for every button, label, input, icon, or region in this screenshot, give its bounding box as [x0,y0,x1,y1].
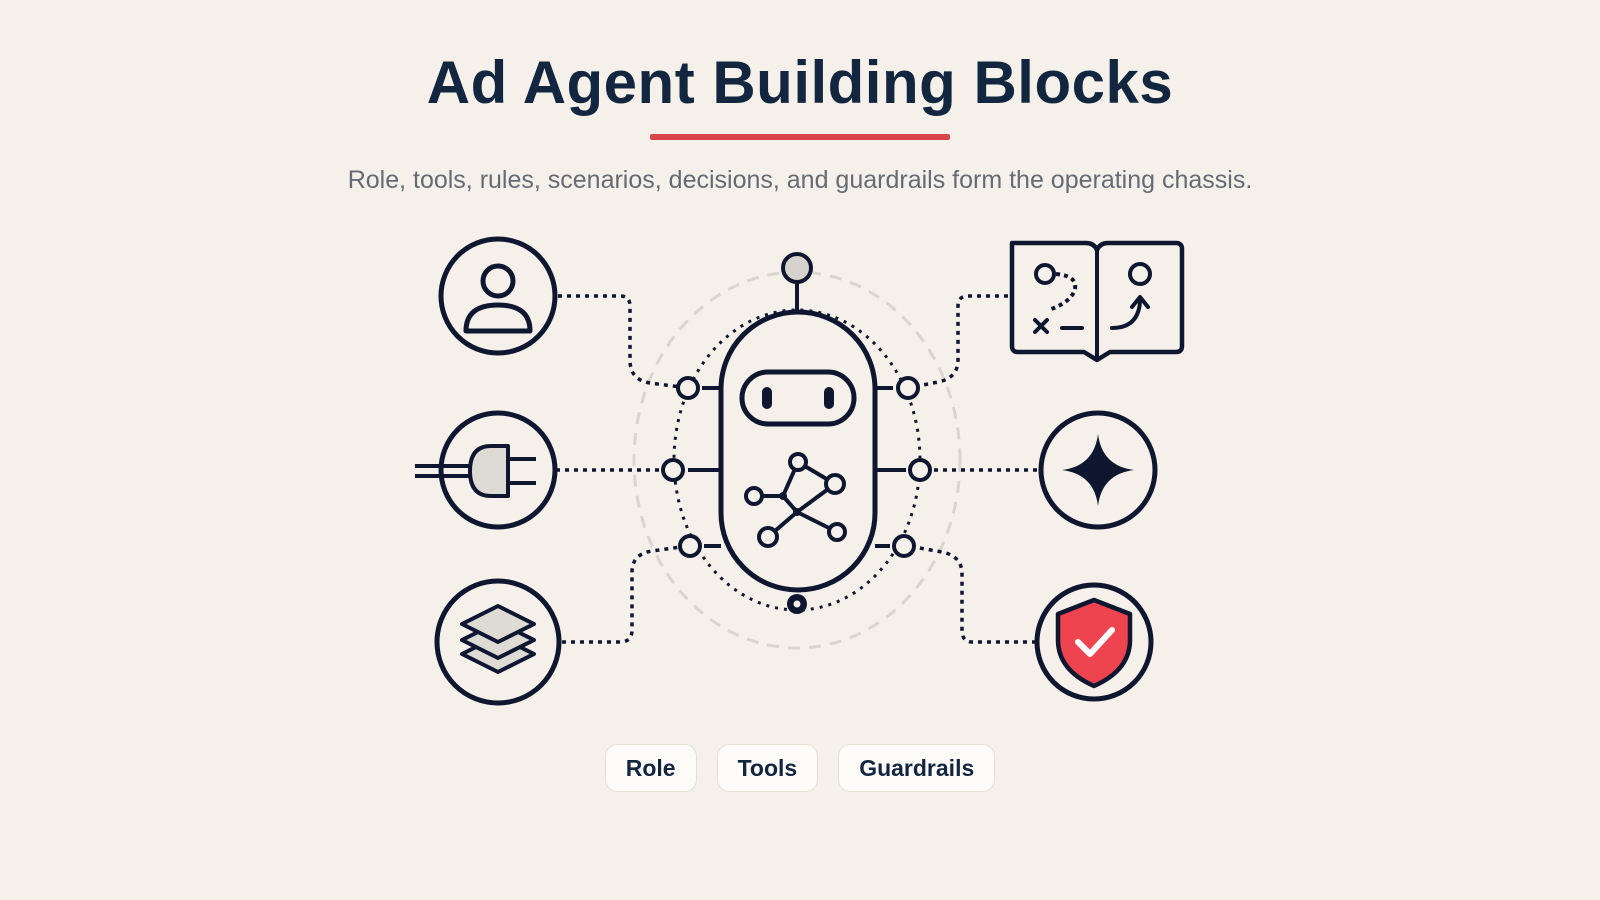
node-sparkle [908,458,932,482]
node-shield [892,534,916,558]
playbook-icon [1009,240,1185,363]
node-layers [678,534,702,558]
node-playbook [896,376,920,400]
layers-icon [434,578,562,706]
shield-check-icon [1034,582,1154,702]
connector-role [558,294,689,390]
robot-antenna [781,252,813,316]
connector-shield [907,544,1036,644]
page-title: Ad Agent Building Blocks [426,49,1174,116]
chip-role[interactable]: Role [604,744,697,792]
chip-tools[interactable]: Tools [716,744,819,792]
plug-icon [415,410,558,530]
connector-playbook [907,294,1008,390]
node-role [676,376,700,400]
connector-layers [562,544,689,644]
person-icon [438,236,558,356]
robot-icon [688,309,906,614]
node-tools [661,458,685,482]
chip-guardrails[interactable]: Guardrails [838,744,996,792]
title-underline [650,134,950,140]
sparkle-icon [1038,410,1158,530]
chip-row: Role Tools Guardrails [0,744,1600,792]
page-subtitle: Role, tools, rules, scenarios, decisions… [347,166,1253,194]
